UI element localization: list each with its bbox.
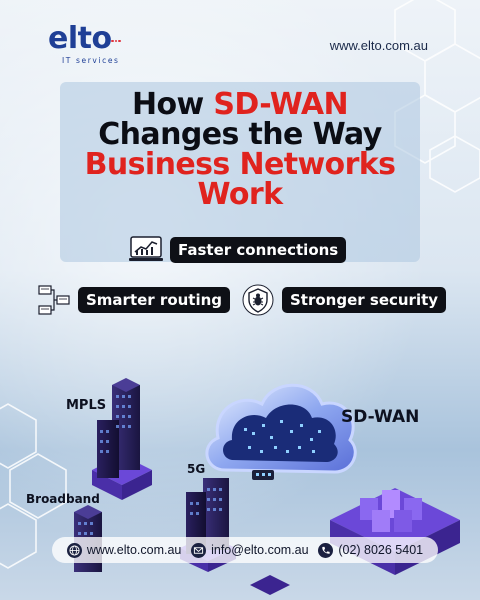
contact-phone-text: (02) 8026 5401	[338, 543, 424, 557]
contact-bar: www.elto.com.au info@elto.com.au (02) 80…	[52, 537, 438, 563]
title-line3: Business Networks	[84, 147, 396, 182]
feature-faster-connections: Faster connections	[128, 234, 347, 266]
feature-label: Smarter routing	[78, 287, 231, 313]
globe-icon	[66, 542, 82, 558]
shield-bug-icon	[240, 284, 276, 316]
contact-web[interactable]: www.elto.com.au	[66, 542, 182, 558]
logo-wordmark: elto	[48, 21, 112, 56]
routing-diagram-icon	[36, 284, 72, 316]
feature-smarter-routing: Smarter routing	[36, 284, 231, 316]
contact-email[interactable]: info@elto.com.au	[191, 542, 309, 558]
label-mpls: MPLS	[66, 398, 107, 413]
title-panel	[60, 82, 420, 262]
label-5g: 5G	[187, 462, 206, 476]
label-broadband: Broadband	[26, 492, 100, 506]
header-website-link[interactable]: www.elto.com.au	[329, 38, 428, 53]
feature-label: Faster connections	[170, 237, 347, 263]
sd-wan-cloud	[205, 383, 357, 480]
phone-icon	[318, 542, 334, 558]
contact-email-text: info@elto.com.au	[211, 543, 309, 557]
mpls-buildings	[92, 378, 152, 500]
label-sd-wan: SD-WAN	[341, 407, 420, 427]
feature-stronger-security: Stronger security	[240, 284, 447, 316]
title-line1-dark: How	[131, 87, 214, 122]
feature-label: Stronger security	[282, 287, 447, 313]
elto-logo[interactable]: elto IT services	[48, 21, 121, 65]
contact-phone[interactable]: (02) 8026 5401	[318, 542, 424, 558]
title-line1-red: SD-WAN	[213, 87, 349, 122]
page-title: How SD-WAN Changes the Way Business Netw…	[60, 90, 420, 210]
logo-subtitle: IT services	[62, 56, 120, 65]
title-line2: Changes the Way	[98, 117, 382, 152]
logo-dots	[111, 36, 121, 46]
title-line4: Work	[197, 177, 284, 212]
contact-web-text: www.elto.com.au	[86, 543, 182, 557]
envelope-icon	[191, 542, 207, 558]
chart-monitor-icon	[128, 234, 164, 266]
